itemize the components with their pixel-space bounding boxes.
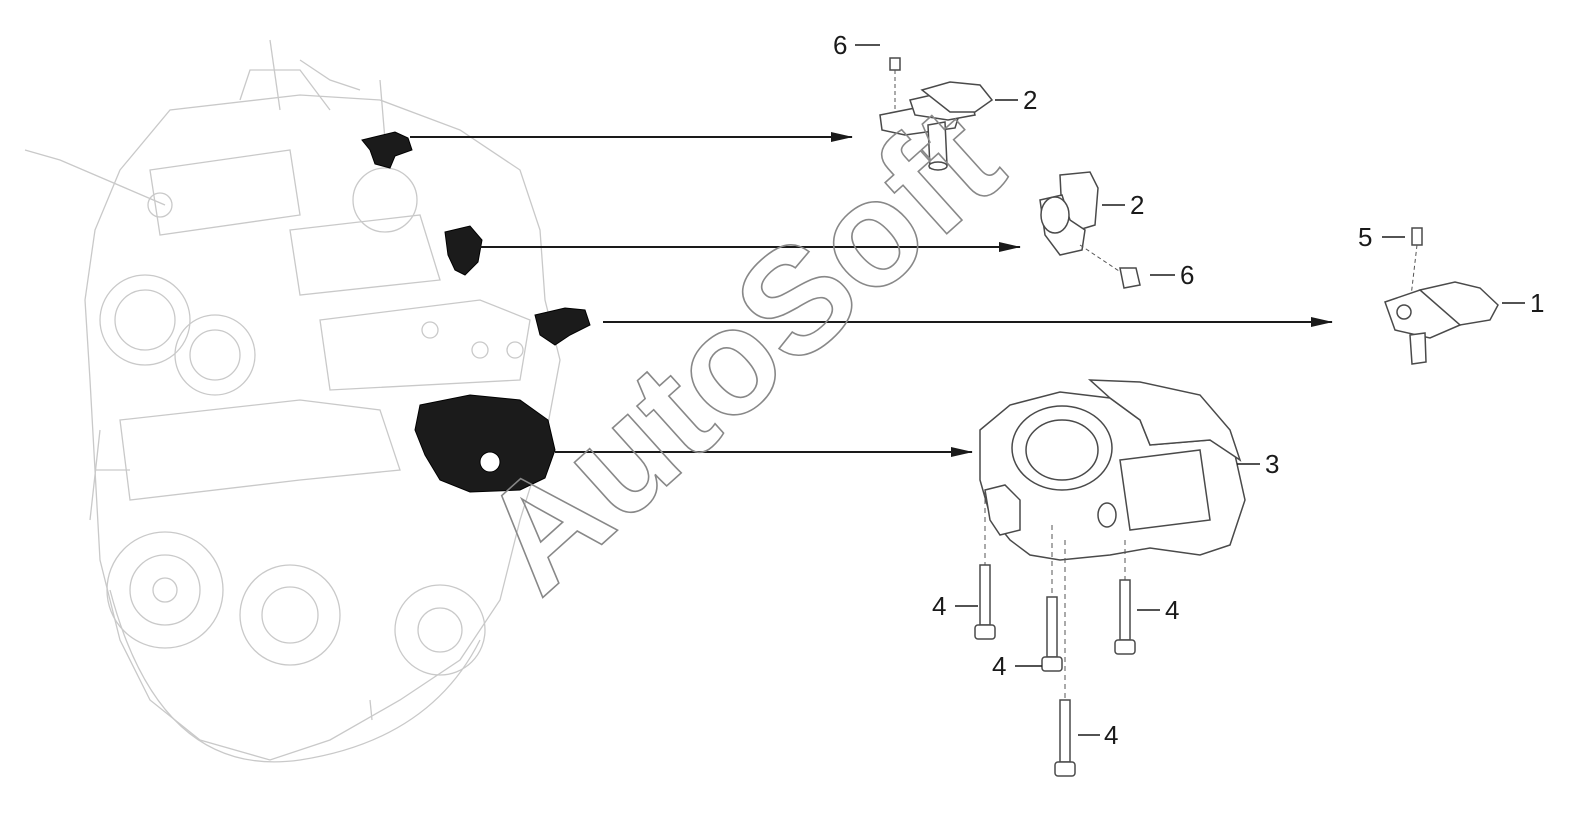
watermark: AutoSoft — [449, 75, 1032, 623]
callout-numbers: 1 2 2 3 4 4 4 4 5 6 6 — [833, 30, 1544, 750]
throttle-body — [979, 379, 1246, 700]
leader-arrows — [410, 132, 1333, 457]
callout-2-middle: 2 — [1130, 190, 1144, 220]
callout-5: 5 — [1358, 222, 1372, 252]
crankshaft-position-sensor — [1039, 171, 1141, 289]
callout-4-bottom: 4 — [1104, 720, 1118, 750]
callout-6-top: 6 — [833, 30, 847, 60]
callout-4-left: 4 — [932, 591, 946, 621]
camshaft-position-sensor-top — [879, 57, 994, 171]
callout-3: 3 — [1265, 449, 1279, 479]
engine-highlighted-components — [361, 131, 591, 493]
callout-leaders — [855, 44, 1525, 736]
engine-assembly-drawing — [24, 39, 561, 763]
map-sensor — [1384, 227, 1499, 365]
mounting-bolts — [974, 564, 1136, 777]
callout-1: 1 — [1530, 288, 1544, 318]
callout-4-right: 4 — [1165, 595, 1179, 625]
callout-2-top: 2 — [1023, 85, 1037, 115]
callout-6-middle: 6 — [1180, 260, 1194, 290]
callout-4-center: 4 — [992, 651, 1006, 681]
